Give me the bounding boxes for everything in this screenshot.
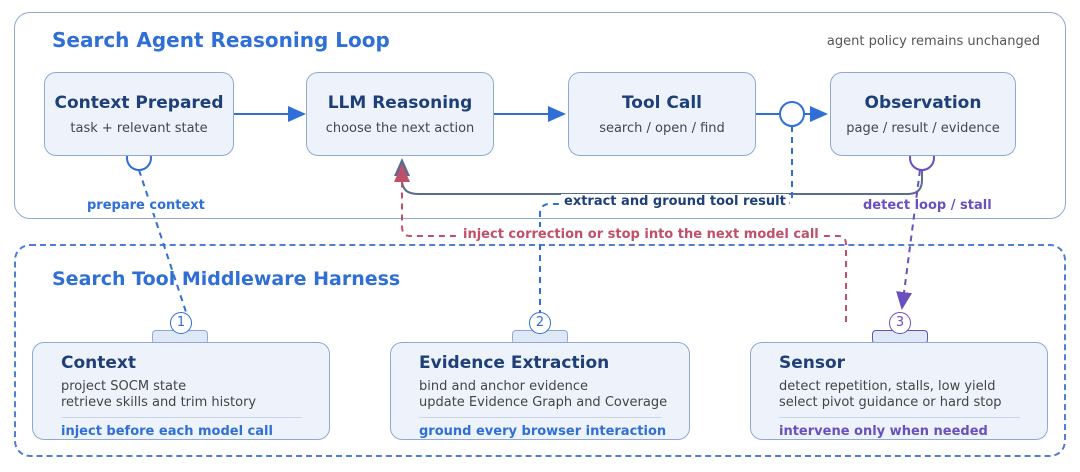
badge-1: 1: [170, 312, 192, 334]
node-title: LLM Reasoning: [327, 93, 473, 113]
node-title: Context Prepared: [54, 93, 224, 113]
policy-note: agent policy remains unchanged: [826, 34, 1040, 49]
card-title: Sensor: [779, 353, 846, 373]
node-title: Observation: [864, 93, 982, 113]
badge-2: 2: [529, 312, 551, 334]
node-subtitle: choose the next action: [325, 121, 475, 136]
card-line: project SOCM state: [61, 379, 187, 394]
card-action: inject before each model call: [61, 417, 303, 439]
loop-title: Search Agent Reasoning Loop: [52, 28, 390, 52]
card-context[interactable]: Context project SOCM state retrieve skil…: [32, 342, 330, 440]
node-tool-call[interactable]: Tool Call search / open / find: [568, 72, 756, 156]
node-observation[interactable]: Observation page / result / evidence: [830, 72, 1016, 156]
card-action: intervene only when needed: [779, 417, 1021, 439]
card-evidence-extraction[interactable]: Evidence Extraction bind and anchor evid…: [390, 342, 690, 440]
card-line: detect repetition, stalls, low yield: [779, 379, 996, 394]
edge-label-prepare: prepare context: [84, 198, 208, 213]
node-subtitle: task + relevant state: [70, 121, 208, 136]
node-llm-reasoning[interactable]: LLM Reasoning choose the next action: [306, 72, 494, 156]
card-sensor[interactable]: Sensor detect repetition, stalls, low yi…: [750, 342, 1048, 440]
card-title: Evidence Extraction: [419, 353, 610, 373]
node-context-prepared[interactable]: Context Prepared task + relevant state: [44, 72, 234, 156]
node-title: Tool Call: [621, 93, 703, 113]
badge-3: 3: [889, 312, 911, 334]
card-line: retrieve skills and trim history: [61, 395, 257, 410]
edge-label-extract: extract and ground tool result: [561, 194, 789, 209]
port-toolcall: [779, 101, 805, 127]
harness-title: Search Tool Middleware Harness: [52, 268, 401, 290]
arrow-observation-to-llm: [394, 158, 923, 195]
card-action: ground every browser interaction: [419, 417, 666, 439]
node-subtitle: search / open / find: [599, 121, 725, 136]
card-line: update Evidence Graph and Coverage: [419, 395, 668, 410]
edge-label-inject: inject correction or stop into the next …: [460, 227, 822, 242]
wire-detect: [896, 169, 921, 310]
wire-prepare-context: [138, 169, 187, 313]
edge-label-detect: detect loop / stall: [860, 198, 995, 213]
node-subtitle: page / result / evidence: [846, 121, 1000, 136]
card-line: select pivot guidance or hard stop: [779, 395, 1002, 410]
card-line: bind and anchor evidence: [419, 379, 589, 394]
wire-inject: [394, 164, 847, 322]
card-title: Context: [61, 353, 137, 373]
